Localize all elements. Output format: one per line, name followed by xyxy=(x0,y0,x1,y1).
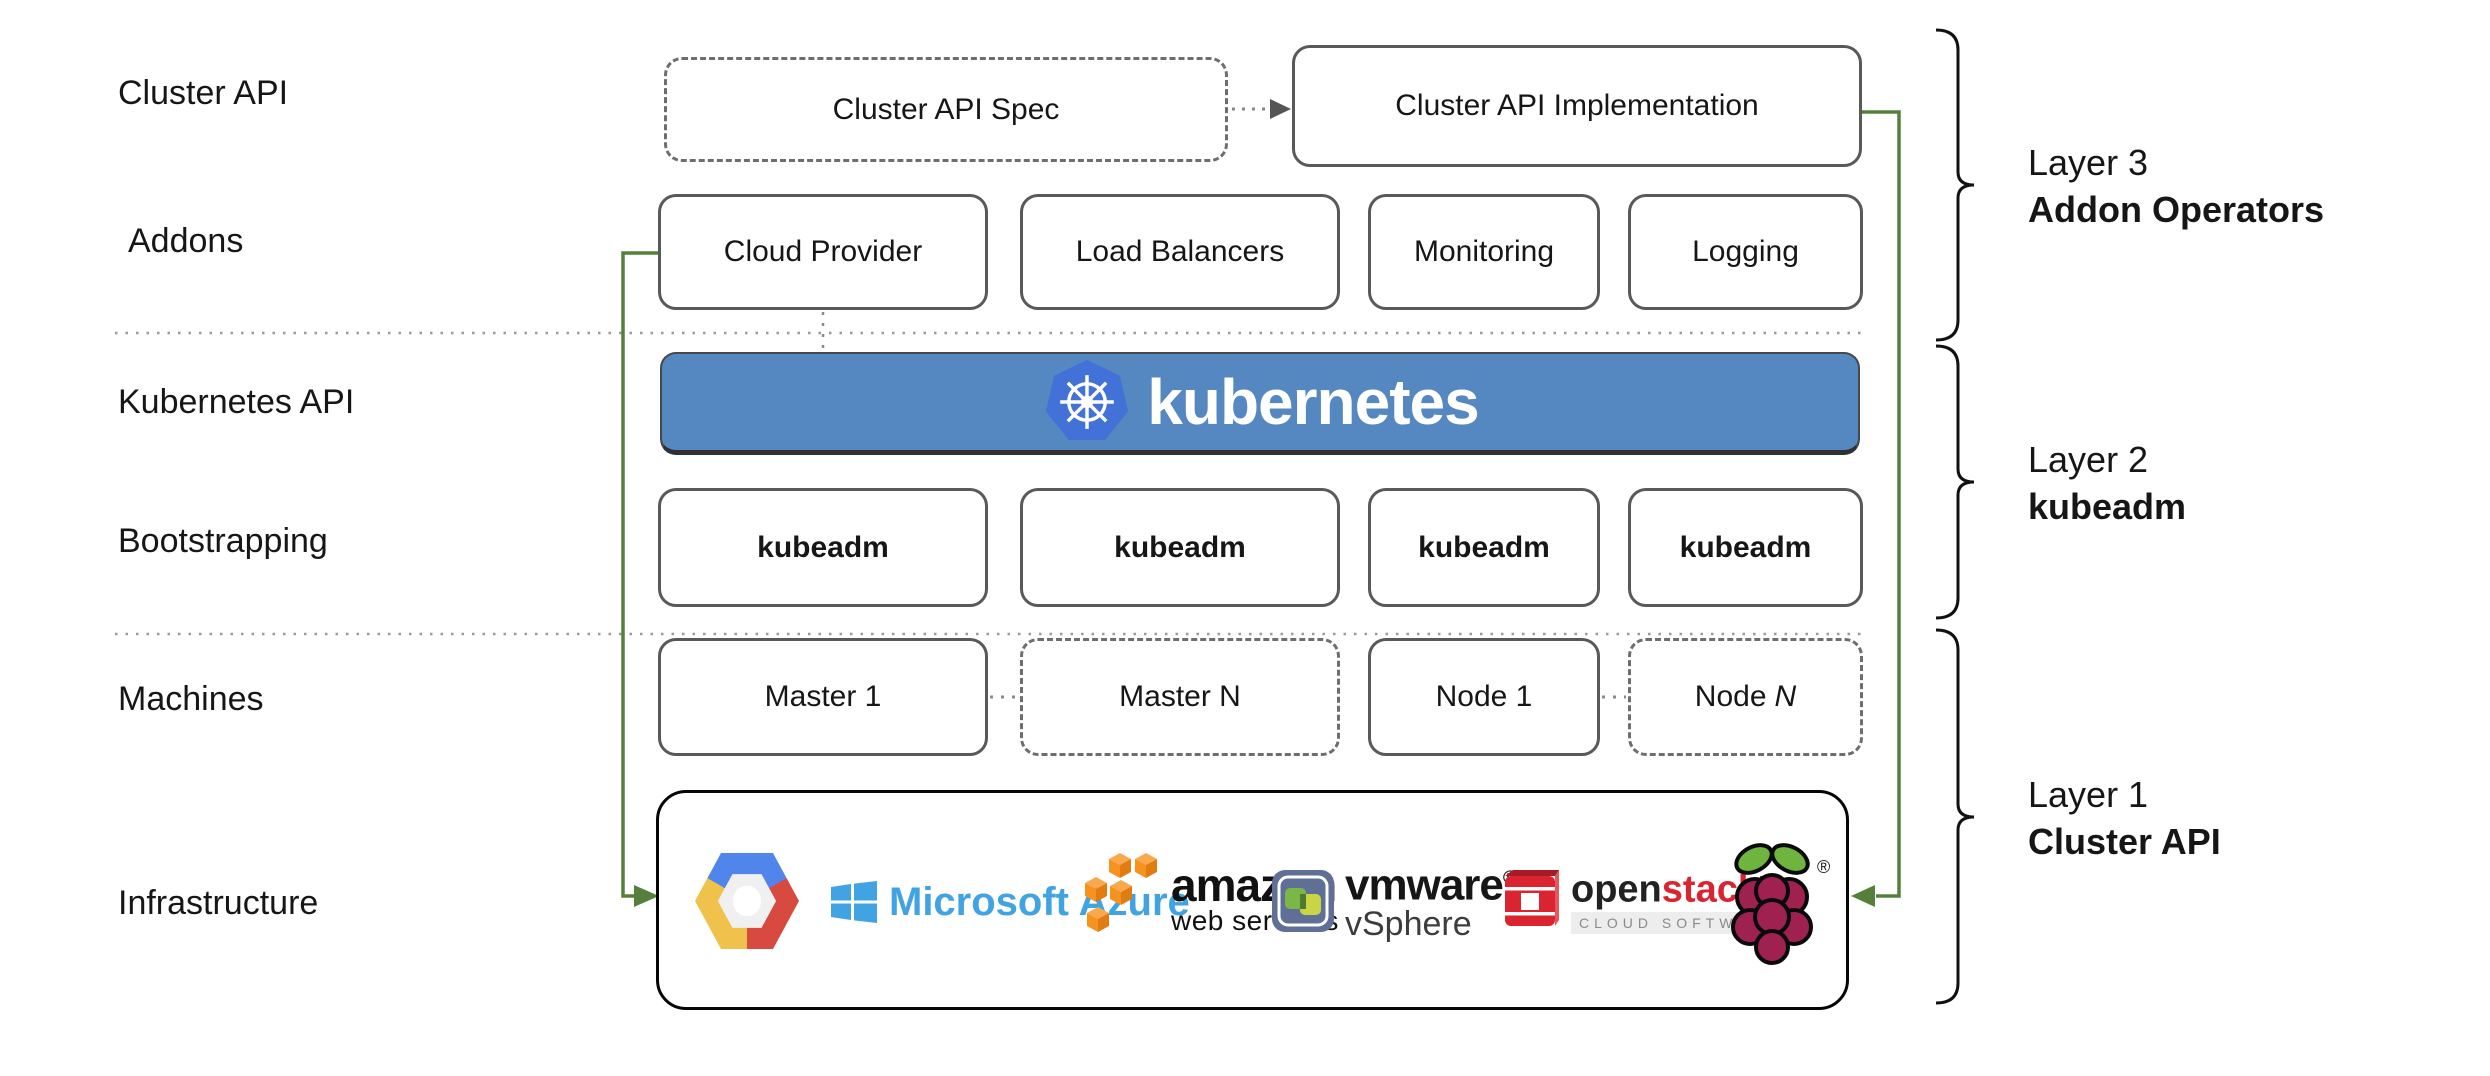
machine-box-master-1: Master 1 xyxy=(658,638,988,756)
layer-2-label: Layer 2 kubeadm xyxy=(2028,436,2186,530)
raspberry-pi-logo-icon: ® xyxy=(1717,835,1831,980)
kubeadm-label-4: kubeadm xyxy=(1679,530,1812,564)
row-label-kubernetes-api: Kubernetes API xyxy=(118,383,355,421)
windows-flag-icon xyxy=(831,881,877,923)
machine-box-node-n: Node N xyxy=(1628,638,1863,756)
kubeadm-label-3: kubeadm xyxy=(1418,530,1550,564)
node-n-label-n: N xyxy=(1774,680,1797,713)
layer-1-label: Layer 1 Cluster API xyxy=(2028,771,2221,865)
green-connector-right xyxy=(1862,110,1901,898)
monitoring-label: Monitoring xyxy=(1413,235,1555,268)
cluster-api-implementation-label: Cluster API Implementation xyxy=(1395,89,1759,122)
green-arrowhead-right-icon xyxy=(1851,885,1875,907)
master-n-label: Master N xyxy=(1119,680,1241,713)
cluster-api-implementation-box: Cluster API Implementation xyxy=(1292,45,1862,167)
layer-3-title: Layer 3 xyxy=(2028,142,2149,183)
layer-1-subtitle: Cluster API xyxy=(2028,821,2221,862)
cluster-api-spec-label: Cluster API Spec xyxy=(832,92,1060,126)
row-label-addons: Addons xyxy=(128,222,244,260)
kubeadm-box-2: kubeadm xyxy=(1020,488,1340,607)
kubernetes-banner: kubernetes xyxy=(660,352,1860,455)
layer-3-label: Layer 3 Addon Operators xyxy=(2028,139,2324,233)
kubeadm-box-1: kubeadm xyxy=(658,488,988,607)
addon-box-load-balancers: Load Balancers xyxy=(1020,194,1340,310)
kubernetes-wordmark: kubernetes xyxy=(1147,366,1479,438)
layer-2-subtitle: kubeadm xyxy=(2028,486,2187,527)
kubeadm-label-2: kubeadm xyxy=(1114,530,1246,564)
openstack-cube-icon xyxy=(1505,870,1559,927)
cloud-provider-label: Cloud Provider xyxy=(723,235,923,268)
master-1-label: Master 1 xyxy=(764,680,882,713)
kubeadm-label-1: kubeadm xyxy=(757,530,889,564)
aws-cubes-icon xyxy=(1085,853,1157,932)
row-label-infrastructure: Infrastructure xyxy=(118,884,319,922)
vmware-wordmark: vmware® xyxy=(1345,859,1517,907)
layer-2-brace-icon xyxy=(1935,344,1975,620)
node-n-label-prefix: Node xyxy=(1694,680,1767,713)
vmware-vsphere-logo: vmware® vSphere xyxy=(1271,859,1517,944)
green-connector-left xyxy=(621,251,658,898)
row-label-machines: Machines xyxy=(118,680,264,718)
kubeadm-box-3: kubeadm xyxy=(1368,488,1600,607)
green-arrowhead-left-icon xyxy=(634,885,659,907)
machine-box-master-n: Master N xyxy=(1020,638,1340,756)
kubernetes-logo-icon xyxy=(1046,359,1129,440)
cluster-api-spec-box: Cluster API Spec xyxy=(664,57,1228,162)
layer-3-brace-icon xyxy=(1935,28,1975,342)
layer-1-title: Layer 1 xyxy=(2028,774,2149,815)
layer-1-brace-icon xyxy=(1935,628,1975,1005)
microsoft-azure-label: Microsoft Azure xyxy=(889,879,1190,924)
raspberry-icon xyxy=(1731,843,1813,965)
machine-box-node-1: Node 1 xyxy=(1368,638,1600,756)
addon-box-cloud-provider: Cloud Provider xyxy=(658,194,988,310)
layer-3-subtitle: Addon Operators xyxy=(2028,189,2325,230)
layer-2-title: Layer 2 xyxy=(2028,439,2149,480)
addon-box-logging: Logging xyxy=(1628,194,1863,310)
raspberry-registered-mark: ® xyxy=(1817,857,1831,877)
google-cloud-logo-icon xyxy=(695,853,799,949)
microsoft-azure-logo: Microsoft Azure xyxy=(831,879,1190,925)
logging-label: Logging xyxy=(1692,235,1799,268)
addon-box-monitoring: Monitoring xyxy=(1368,194,1600,310)
row-label-cluster-api: Cluster API xyxy=(118,74,289,112)
node-1-label: Node 1 xyxy=(1435,680,1533,713)
kubeadm-box-4: kubeadm xyxy=(1628,488,1863,607)
infrastructure-container: Microsoft Azure amazon xyxy=(656,790,1849,1010)
vsphere-icon xyxy=(1272,870,1334,933)
vsphere-label: vSphere xyxy=(1345,904,1472,943)
row-label-bootstrapping: Bootstrapping xyxy=(118,522,328,560)
load-balancers-label: Load Balancers xyxy=(1075,235,1285,268)
spec-to-implementation-arrowhead-icon xyxy=(1270,99,1291,119)
